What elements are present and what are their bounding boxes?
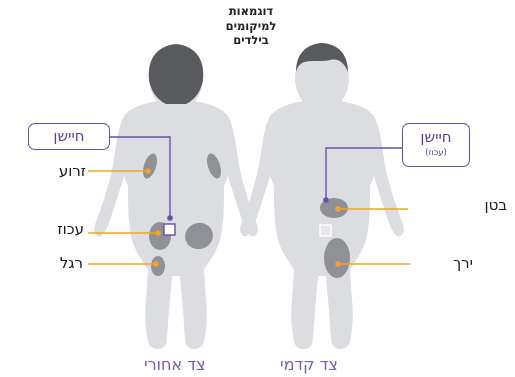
front-site-thigh xyxy=(324,238,350,278)
front-site-label-abdomen: בטן xyxy=(485,196,508,214)
back-sensor-box-label: חיישן xyxy=(53,127,84,145)
front-view-figure xyxy=(240,43,404,349)
title-line-1: דוגמאות xyxy=(196,4,306,19)
back-site-leg xyxy=(151,256,165,276)
front-figure-neck xyxy=(312,100,332,112)
front-sensor-box-label: חיישן xyxy=(403,128,469,147)
front-sensor-box: חיישן (עכוז) xyxy=(402,123,470,167)
back-arm-dot xyxy=(145,168,151,174)
back-buttock-dot xyxy=(155,230,161,236)
front-abdomen-dot xyxy=(335,206,341,212)
back-view-figure xyxy=(94,44,258,349)
back-site-label-leg: רגל xyxy=(60,254,83,272)
back-site-label-arm: זרוע xyxy=(59,162,86,180)
front-sensor-box-sub: (עכוז) xyxy=(403,147,469,159)
front-site-label-thigh: ירך xyxy=(453,254,473,272)
back-leg-dot xyxy=(153,261,159,267)
back-view-caption: צד אחורי xyxy=(144,355,205,374)
diagram-title: דוגמאות למיקומים בילדים xyxy=(196,4,306,48)
back-sensor-square xyxy=(164,224,175,235)
back-site-label-buttock: עכוז xyxy=(57,220,84,238)
title-line-3: בילדים xyxy=(196,33,306,48)
front-sensor-square xyxy=(320,225,331,236)
title-line-2: למיקומים xyxy=(196,19,306,34)
front-sensor-dot xyxy=(323,197,329,203)
back-sensor-dot xyxy=(167,215,173,221)
back-sensor-box: חיישן xyxy=(28,123,110,150)
back-figure-hair xyxy=(149,44,204,104)
front-thigh-dot xyxy=(335,261,341,267)
front-view-caption: צד קדמי xyxy=(280,355,338,374)
